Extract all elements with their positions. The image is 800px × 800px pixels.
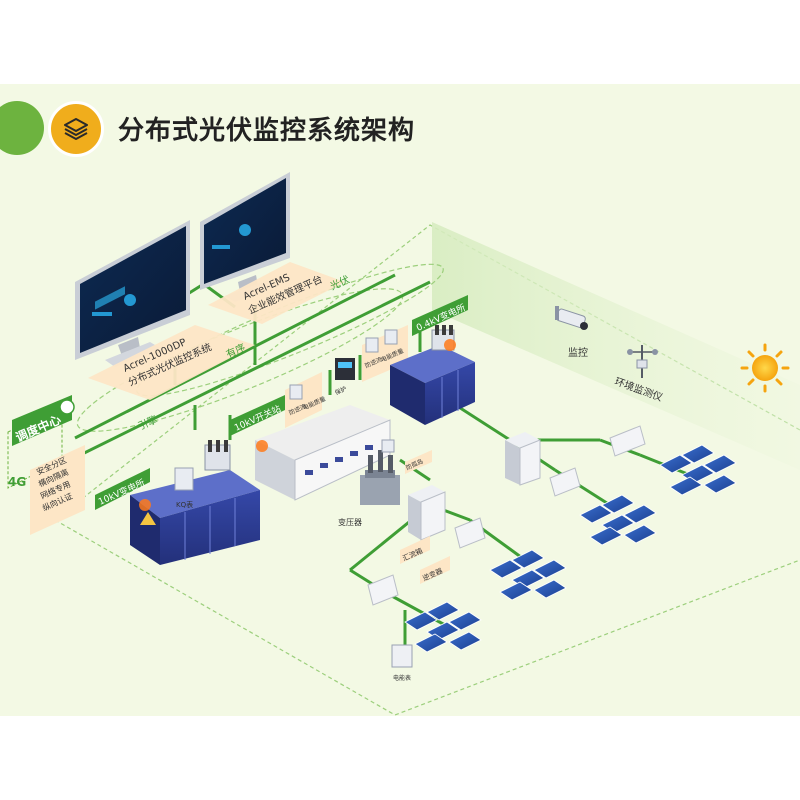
meter-device [391, 644, 413, 668]
platform-label-bg [208, 262, 345, 324]
dispatch-center-badge [12, 395, 72, 446]
alarm-light [139, 499, 151, 511]
transformer-icon [204, 440, 231, 471]
device-label: 保护 [334, 385, 348, 397]
device-label-bg [405, 450, 432, 474]
solar-panel-icon [404, 444, 737, 653]
zone-label-left: 引擎 [136, 413, 160, 433]
layers-icon [64, 118, 88, 140]
inverter-units [367, 425, 646, 606]
decor-circle-yellow [48, 101, 104, 157]
cabinet-icon [390, 345, 475, 425]
switching-station [255, 405, 391, 501]
device-meter [381, 439, 395, 453]
router-icon [59, 399, 75, 415]
platform-label-bg [88, 325, 255, 400]
weather-station-icon [627, 345, 658, 378]
decor-circle-green [0, 101, 44, 155]
station-badge [412, 295, 468, 336]
device-meter [384, 329, 398, 345]
camera-icon [555, 306, 588, 330]
alarm-light [256, 440, 268, 452]
kq-meter [174, 467, 194, 491]
meter-label: 电能表 [393, 674, 411, 682]
device-label-bg [400, 536, 430, 564]
device-meter [289, 384, 303, 400]
combiner-box [505, 432, 541, 486]
monitor-icon [75, 220, 190, 367]
station-badge [95, 468, 150, 510]
protection-relay [335, 358, 355, 380]
device-label-bg [420, 556, 450, 584]
kq-label: KQ表 [176, 500, 193, 509]
sun-icon [740, 343, 790, 393]
page-title: 分布式光伏监控系统架构 [118, 116, 416, 146]
device-meter [365, 337, 379, 353]
solar-area-wall [432, 222, 800, 470]
cabinet-icon [130, 470, 260, 565]
badge-4g: 4G [8, 475, 26, 489]
camera-label: 监控 [568, 346, 588, 359]
relay-screen [338, 362, 352, 368]
dispatch-items-bg [30, 445, 85, 535]
station-badge [230, 395, 285, 436]
alarm-light [444, 339, 456, 351]
screen-widgets [92, 224, 251, 316]
combiner-box [408, 485, 446, 541]
transformer-icon [360, 450, 400, 505]
transformer-label: 变压器 [338, 517, 362, 527]
